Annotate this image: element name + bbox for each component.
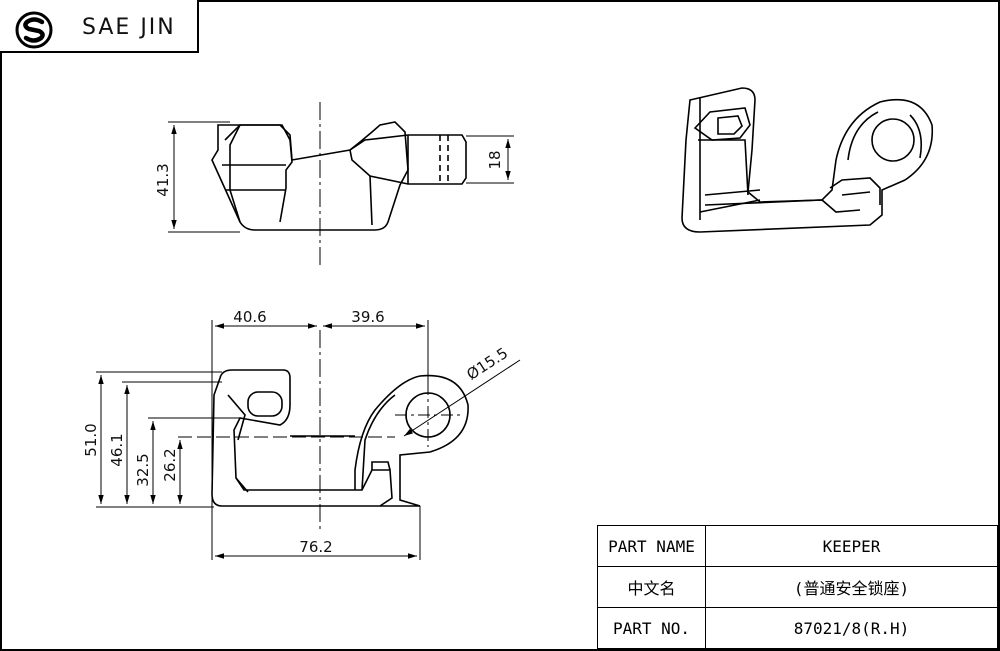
title-row-part-name: PART NAME KEEPER	[597, 525, 998, 567]
dim-pin-height: 18	[486, 150, 504, 169]
sae-jin-logo-icon	[15, 11, 53, 49]
label-part-no: PART NO.	[597, 607, 706, 649]
dim-width-right: 39.6	[351, 308, 384, 326]
height-dimensions	[96, 371, 240, 508]
dim-height-top: 41.3	[154, 163, 172, 196]
company-name: SAE JIN	[82, 15, 176, 40]
front-view	[211, 369, 469, 507]
isometric-view	[681, 87, 934, 233]
dim-height-26: 26.2	[161, 448, 179, 481]
dim-height-51: 51.0	[82, 423, 100, 456]
dim-width-left: 40.6	[233, 308, 266, 326]
label-part-name: PART NAME	[597, 525, 706, 567]
pin-dimension-18	[466, 135, 514, 184]
title-row-chinese-name: 中文名 (普通安全锁座)	[597, 566, 998, 608]
dim-hole-diameter: Ø15.5	[463, 344, 511, 384]
value-part-name: KEEPER	[705, 525, 998, 567]
title-block: PART NAME KEEPER 中文名 (普通安全锁座) PART NO. 8…	[597, 525, 998, 649]
top-dimension-41	[168, 121, 240, 233]
dim-height-46: 46.1	[108, 433, 126, 466]
value-part-no: 87021/8(R.H)	[705, 607, 998, 649]
top-view	[211, 121, 467, 231]
title-row-part-no: PART NO. 87021/8(R.H)	[597, 607, 998, 649]
dim-height-32: 32.5	[134, 453, 152, 486]
company-header: SAE JIN	[0, 0, 199, 53]
dim-total-width: 76.2	[299, 538, 332, 556]
width-dimensions	[211, 320, 429, 560]
label-chinese-name: 中文名	[597, 566, 706, 608]
value-chinese-name: (普通安全锁座)	[705, 566, 998, 608]
hole-leader	[403, 359, 521, 437]
